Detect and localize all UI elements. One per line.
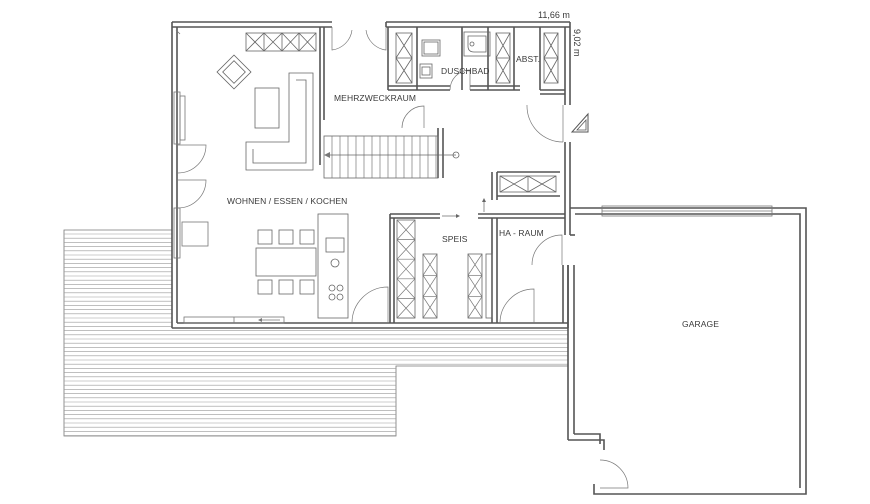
width-dimension-label: 11,66 m [538, 10, 570, 20]
depth-dimension-label: 9,02 m [572, 29, 582, 57]
room-label-wohnen: WOHNEN / ESSEN / KOCHEN [227, 196, 347, 206]
terrace-decking [63, 229, 569, 437]
room-label-mehrzweckraum: MEHRZWECKRAUM [334, 93, 416, 103]
staircase [323, 135, 460, 179]
wet-core-fixtures [395, 31, 559, 84]
entrance-marker-icon [570, 112, 589, 133]
west-windows [173, 29, 209, 259]
living-furniture [216, 32, 317, 171]
circulation-arrows [442, 198, 486, 218]
room-label-speis: SPEIS [442, 234, 468, 244]
doors [331, 27, 629, 489]
kitchen-counter [317, 213, 349, 319]
garage-walls [567, 205, 807, 495]
room-label-duschbad: DUSCHBAD [441, 66, 490, 76]
south-sliding-door [183, 316, 285, 324]
dining-furniture [255, 229, 317, 295]
storage-shelves [396, 175, 557, 319]
room-label-ha-raum: HA - RAUM [499, 228, 544, 238]
room-label-abst: ABST. [516, 54, 540, 64]
room-label-garage: GARAGE [682, 319, 719, 329]
house-outer-walls [171, 21, 571, 329]
west-door [177, 144, 207, 209]
